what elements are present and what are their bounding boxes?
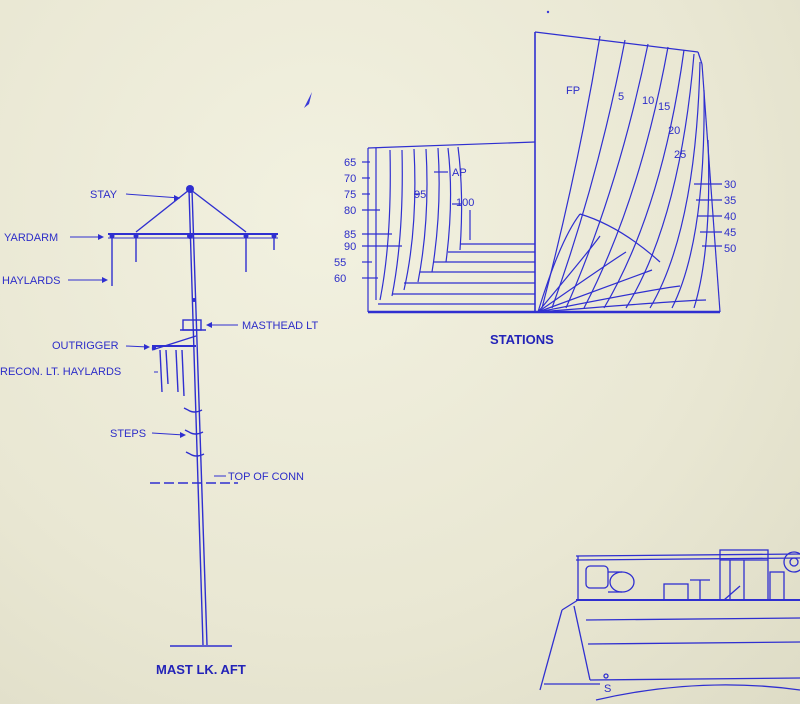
- aft-label-65: 65: [344, 157, 356, 169]
- ink-dot: [546, 10, 550, 14]
- fwd-label-10: 10: [642, 95, 654, 107]
- fwd-label-45: 45: [724, 227, 736, 239]
- fwd-label-50: 50: [724, 243, 736, 255]
- label-yardarm: YARDARM: [4, 232, 58, 244]
- aft-label-100: 100: [456, 197, 474, 209]
- fwd-label-20: 20: [668, 125, 680, 137]
- mast-diagram: STAY YARDARM HAYLARDS MASTHEAD LT OUTRIG…: [0, 185, 318, 677]
- label-recon-lt-haylards: RECON. LT. HAYLARDS: [0, 366, 121, 378]
- stations-diagram: 65 70 75 80 85 90 55 60 95 AP 100 FP 5 1…: [334, 31, 736, 347]
- fwd-label-25: 25: [674, 149, 686, 161]
- fwd-label-30: 30: [724, 179, 736, 191]
- hull-mark: S: [604, 683, 611, 695]
- fwd-label-fp: FP: [566, 85, 580, 97]
- fwd-label-5: 5: [618, 91, 624, 103]
- label-masthead-lt: MASTHEAD LT: [242, 320, 318, 332]
- aft-label-70: 70: [344, 173, 356, 185]
- aft-label-85: 85: [344, 229, 356, 241]
- fwd-label-40: 40: [724, 211, 736, 223]
- aft-label-60: 60: [334, 273, 346, 285]
- ink-smudge: [304, 92, 312, 108]
- stations-caption: STATIONS: [490, 332, 554, 347]
- label-steps: STEPS: [110, 428, 146, 440]
- label-outrigger: OUTRIGGER: [52, 340, 119, 352]
- aft-label-80: 80: [344, 205, 356, 217]
- aft-label-75: 75: [344, 189, 356, 201]
- aft-label-90: 90: [344, 241, 356, 253]
- mast-caption: MAST LK. AFT: [156, 662, 246, 677]
- aft-label-95: 95: [414, 189, 426, 201]
- fwd-label-35: 35: [724, 195, 736, 207]
- label-haylards: HAYLARDS: [2, 275, 60, 287]
- aft-label-55: 55: [334, 257, 346, 269]
- aft-label-ap: AP: [452, 167, 467, 179]
- label-stay: STAY: [90, 189, 118, 201]
- hull-profile-diagram: [539, 549, 800, 701]
- label-top-of-conn: TOP OF CONN: [228, 471, 304, 483]
- fwd-label-15: 15: [658, 101, 670, 113]
